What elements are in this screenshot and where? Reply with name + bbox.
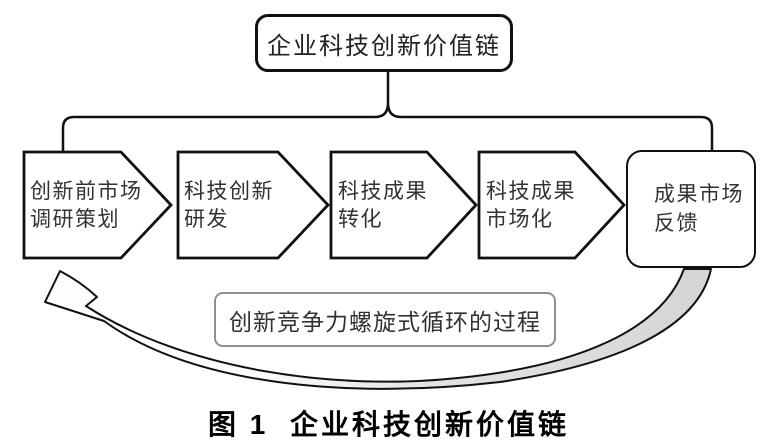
stage-1-line2: 调研策划 (30, 208, 120, 231)
stage-4-line2: 市场化 (486, 208, 554, 231)
stage-1-label: 创新前市场 调研策划 (30, 178, 143, 234)
stage-2-label: 科技创新 研发 (184, 178, 274, 234)
feedback-arrow-icon (44, 268, 712, 390)
cycle-label: 创新竞争力螺旋式循环的过程 (229, 308, 541, 335)
stage-1-line1: 创新前市场 (30, 180, 143, 203)
stage-4-line1: 科技成果 (486, 180, 576, 203)
stage-5-line2: 反馈 (654, 212, 699, 235)
stage-5-box: 成果市场 反馈 (626, 150, 756, 268)
stage-2-line2: 研发 (184, 208, 229, 231)
stage-5-line1: 成果市场 (654, 183, 744, 206)
stage-3-label: 科技成果 转化 (338, 178, 428, 234)
title-box-label: 企业科技创新价值链 (267, 32, 501, 60)
stage-3-line1: 科技成果 (338, 180, 428, 203)
cycle-label-box: 创新竞争力螺旋式循环的过程 (214, 292, 556, 347)
stage-2-line1: 科技创新 (184, 180, 274, 203)
stage-4-shape (477, 150, 626, 260)
figure-caption: 图 1 企业科技创新价值链 (208, 409, 569, 440)
stage-1-shape (22, 150, 173, 260)
stage-3-line2: 转化 (338, 208, 383, 231)
title-box: 企业科技创新价值链 (255, 14, 513, 72)
stage-4-label: 科技成果 市场化 (486, 178, 576, 234)
stage-2-shape (176, 150, 330, 260)
brace-connector-icon (61, 71, 714, 152)
stage-3-shape (329, 150, 478, 260)
